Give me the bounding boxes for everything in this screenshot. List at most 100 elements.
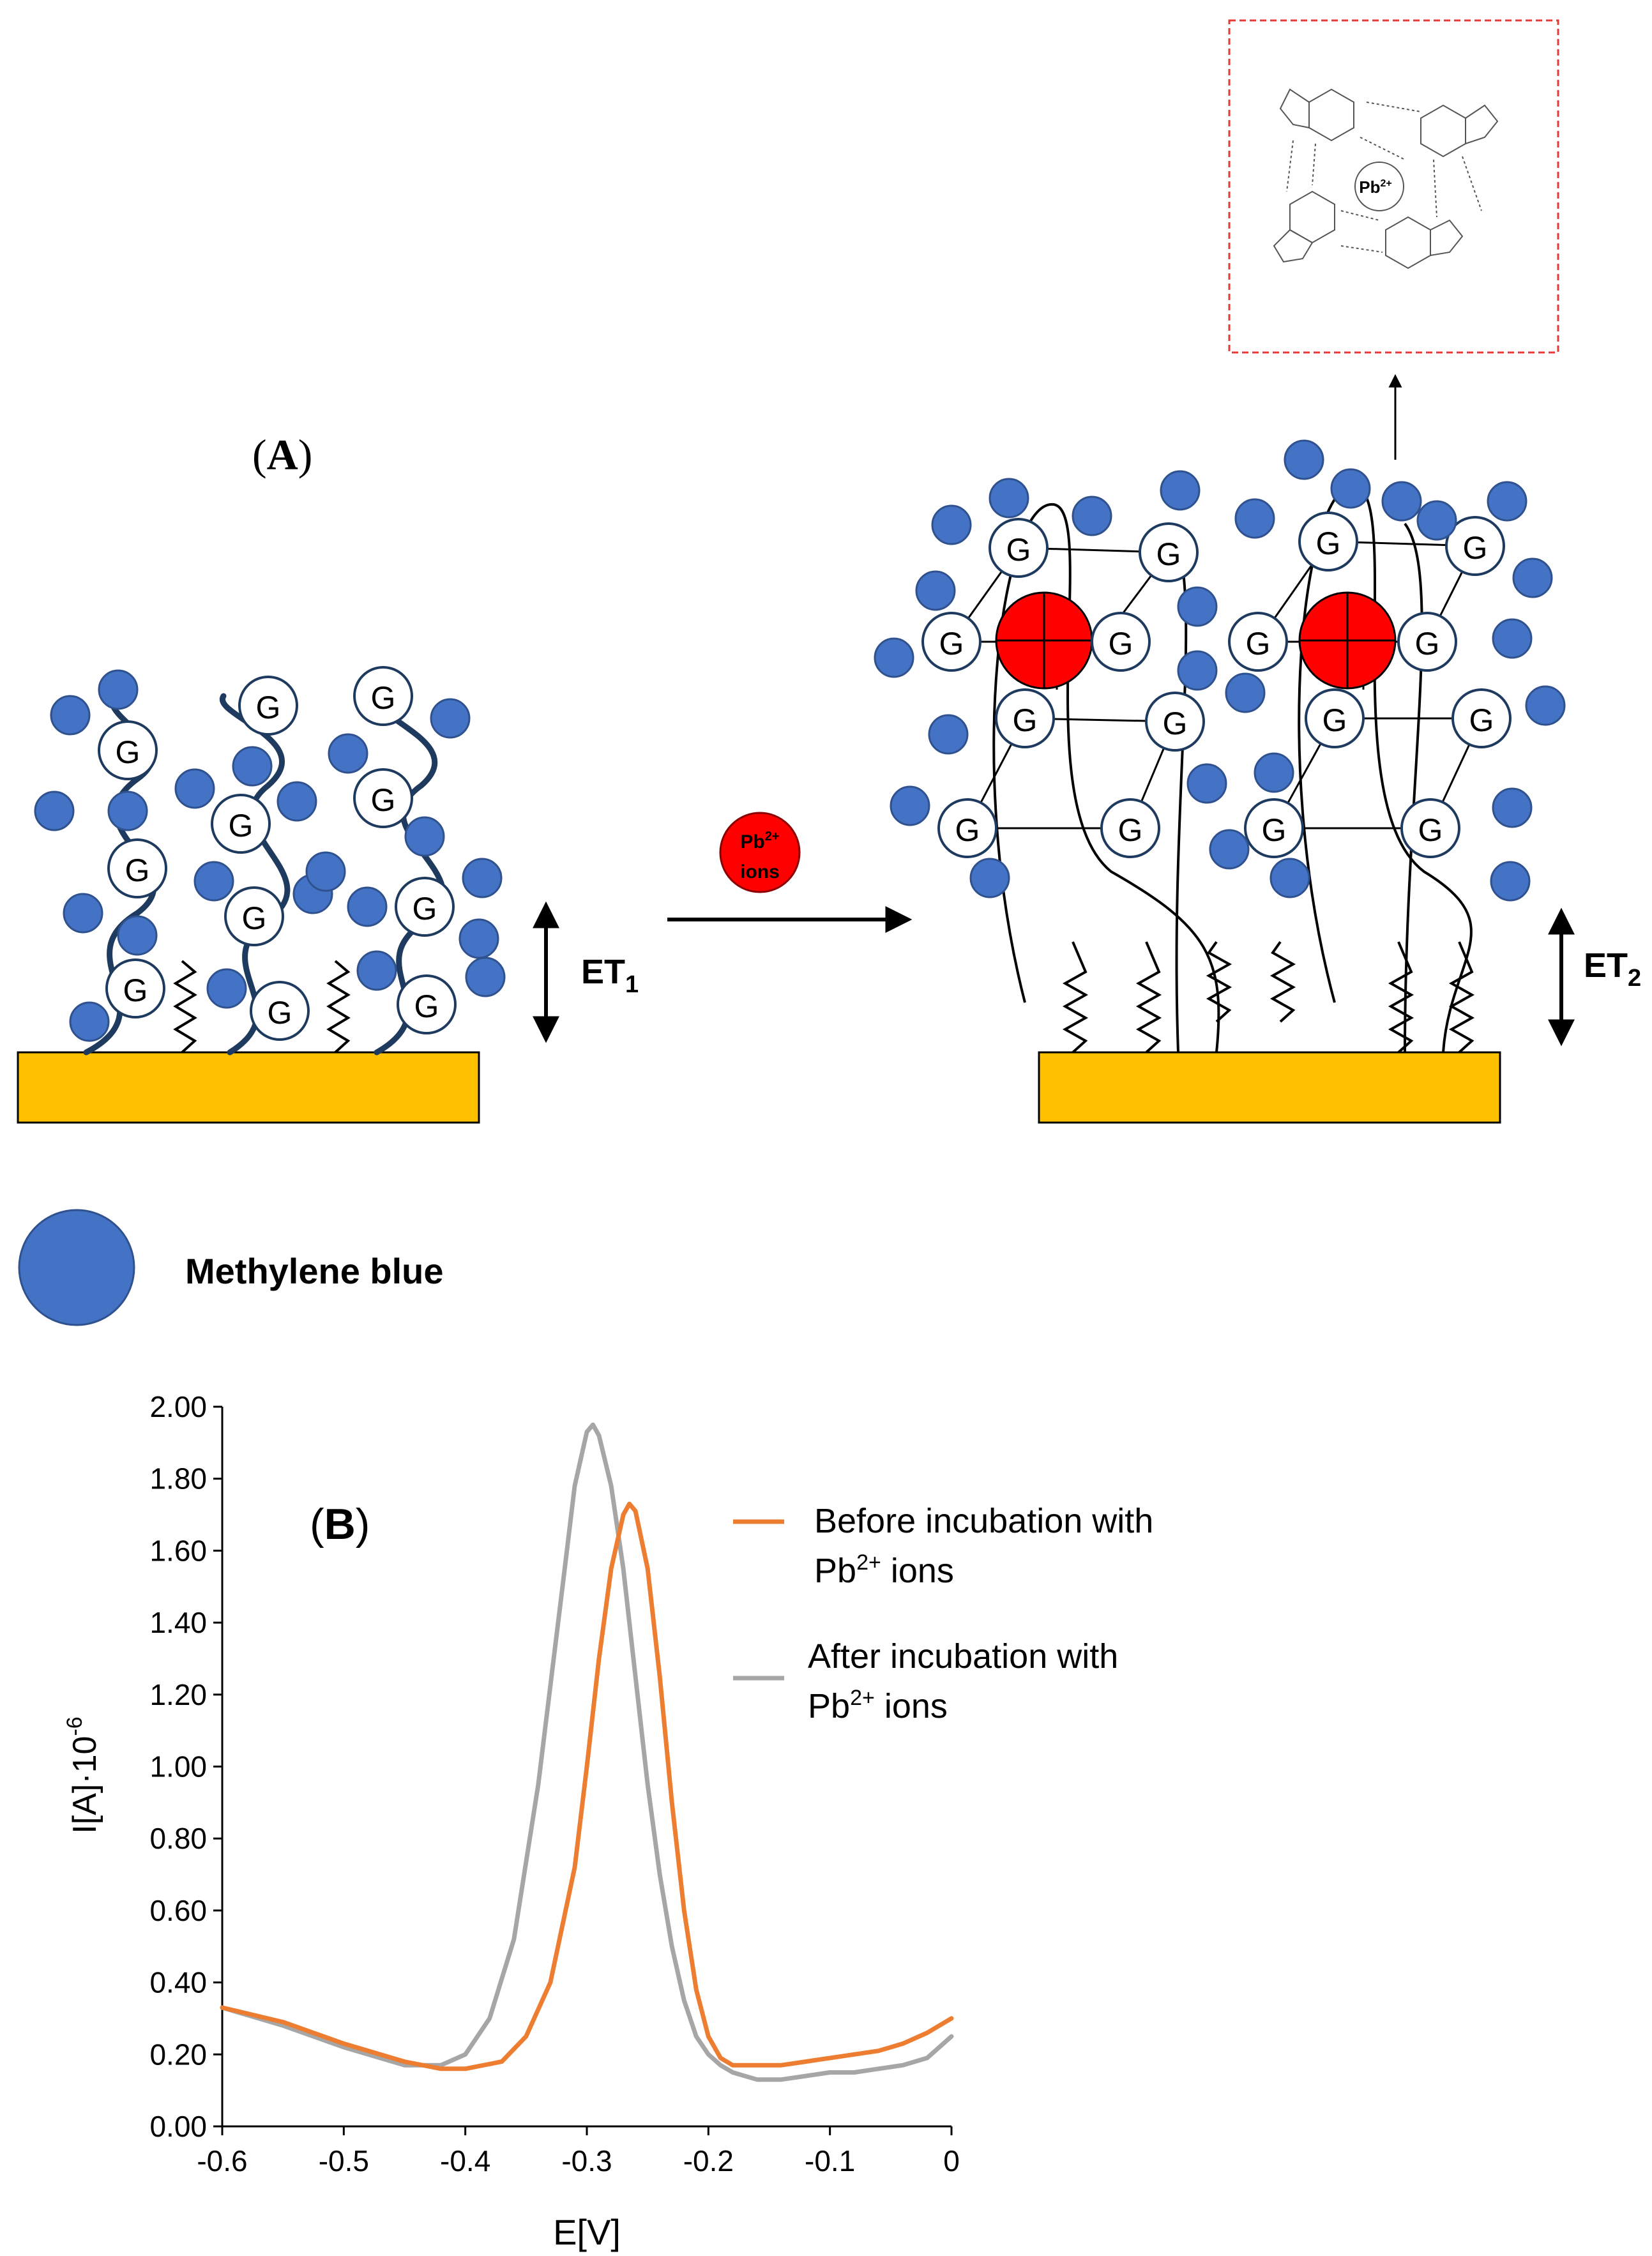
et1-label: ET1	[581, 953, 639, 998]
y-tick-label: 1.40	[149, 1606, 207, 1639]
svg-text:G: G	[229, 808, 254, 844]
g-base: G	[353, 768, 413, 828]
svg-text:G: G	[1118, 812, 1143, 848]
g-base: G	[1397, 612, 1457, 672]
svg-text:G: G	[413, 891, 437, 927]
g-base: G	[1451, 688, 1512, 748]
chart-legend: Before incubation with Pb2+ ions After i…	[733, 1502, 1153, 1725]
quadruplex-strand	[1298, 483, 1473, 1053]
methylene-blue-dot	[1072, 496, 1112, 536]
svg-text:G: G	[1163, 706, 1188, 741]
g-base: G	[353, 666, 413, 726]
methylene-blue-dot	[1512, 557, 1553, 598]
g-base: G	[1400, 798, 1460, 858]
y-tick-label: 1.80	[149, 1462, 207, 1495]
quadruplex-strand	[1404, 522, 1423, 1053]
pb-ion-reagent: Pb2+ ions	[719, 812, 801, 893]
y-tick-label: 1.60	[149, 1534, 207, 1567]
methylene-blue-dot	[232, 746, 273, 787]
svg-text:G: G	[414, 988, 439, 1024]
x-tick-label: -0.5	[319, 2144, 369, 2177]
methylene-blue-dot	[305, 851, 346, 892]
svg-text:G: G	[1006, 532, 1031, 568]
methylene-blue-dot	[63, 893, 103, 934]
pb-ion-reagent-circle	[719, 812, 801, 893]
y-tick-label: 0.20	[149, 2038, 207, 2071]
methylene-blue-dot	[1525, 685, 1566, 726]
svg-text:G: G	[1109, 626, 1133, 662]
methylene-blue-dot	[1254, 752, 1294, 793]
panel-b-voltammogram: (B) 0.000.200.400.600.801.001.201.401.60…	[63, 1390, 1153, 2252]
g-quartet-inset: Pb2+	[1228, 19, 1559, 354]
svg-text:G: G	[1415, 626, 1440, 662]
electrode-left	[17, 1051, 480, 1124]
zigzag-linker	[326, 960, 351, 1054]
methylene-blue-dot	[328, 733, 368, 774]
svg-text:G: G	[939, 626, 964, 662]
methylene-blue-dot	[928, 714, 969, 755]
g-base: G	[211, 794, 271, 854]
g-base: G	[250, 981, 310, 1041]
methylene-blue-dots-right	[874, 439, 1566, 902]
svg-text:G: G	[1469, 702, 1494, 738]
x-tick-label: 0	[943, 2144, 960, 2177]
pb-ion-reagent-line1: Pb2+	[740, 829, 779, 852]
y-tick-label: 0.00	[149, 2110, 207, 2143]
methylene-blue-dot	[107, 791, 148, 831]
quadruplex-strand	[992, 503, 1220, 1053]
methylene-blue-dot	[931, 504, 972, 545]
zigzag-linkers-right	[1062, 941, 1475, 1054]
g-base: G	[395, 877, 455, 937]
methylene-blue-dot	[1177, 650, 1218, 691]
y-axis-label: I[A]·10-6	[63, 1716, 103, 1833]
zigzag-linker	[1388, 941, 1414, 1054]
g-base: G	[989, 518, 1049, 578]
g-base: G	[1298, 511, 1358, 572]
y-tick-label: 0.40	[149, 1966, 207, 1999]
methylene-blue-dot	[1160, 470, 1201, 511]
legend-entry-after-line2: Pb2+ ions	[808, 1686, 948, 1725]
svg-text:G: G	[242, 900, 267, 936]
y-tick-label: 0.60	[149, 1894, 207, 1927]
methylene-blue-dot	[458, 918, 499, 959]
g-base: G	[995, 688, 1055, 748]
svg-text:G: G	[1418, 812, 1443, 848]
x-axis-label: E[V]	[553, 2212, 621, 2252]
methylene-blue-dot	[1234, 498, 1275, 539]
g-bases-right: G G G G G G G G G G G G G G G G	[921, 511, 1512, 858]
svg-text:G: G	[256, 690, 281, 725]
pb-ion-reagent-line2: ions	[740, 861, 780, 882]
svg-text:G: G	[1013, 702, 1038, 738]
methylene-blue-dot	[193, 861, 234, 902]
methylene-blue-dot	[989, 478, 1029, 519]
svg-text:G: G	[1156, 536, 1181, 572]
g-base: G	[1091, 612, 1151, 672]
methylene-blue-dot	[969, 858, 1010, 898]
zigzag-linker	[173, 960, 197, 1054]
y-tick-label: 1.20	[149, 1678, 207, 1711]
methylene-blue-dot	[1269, 858, 1310, 898]
zigzag-linker	[1062, 941, 1089, 1054]
y-tick-label: 2.00	[149, 1390, 207, 1423]
svg-text:G: G	[125, 852, 150, 888]
g-base: G	[238, 676, 298, 736]
methylene-blue-dot	[1490, 861, 1531, 902]
methylene-blue-dot	[915, 570, 956, 611]
g-quartet-hbonds	[1286, 102, 1482, 253]
methylene-blue-dot	[206, 968, 247, 1009]
methylene-blue-dot	[69, 1001, 110, 1042]
series-line-after	[220, 1422, 954, 2082]
g-quartet-structure	[1273, 88, 1499, 269]
methylene-blue-dot	[404, 816, 445, 857]
methylene-blue-dot	[1177, 586, 1218, 627]
methylene-blue-dot	[874, 637, 914, 678]
methylene-blue-dot	[50, 695, 91, 736]
methylene-blue-dot	[1492, 787, 1533, 828]
g-base: G	[1139, 522, 1199, 582]
methylene-blue-dot	[462, 858, 503, 898]
methylene-blue-dot	[890, 785, 930, 826]
g-base: G	[1445, 516, 1505, 576]
methylene-blue-dot	[174, 768, 215, 809]
g-bases-left: G G G G G G G G G G G	[98, 666, 457, 1041]
methylene-blue-dot	[1209, 829, 1250, 870]
